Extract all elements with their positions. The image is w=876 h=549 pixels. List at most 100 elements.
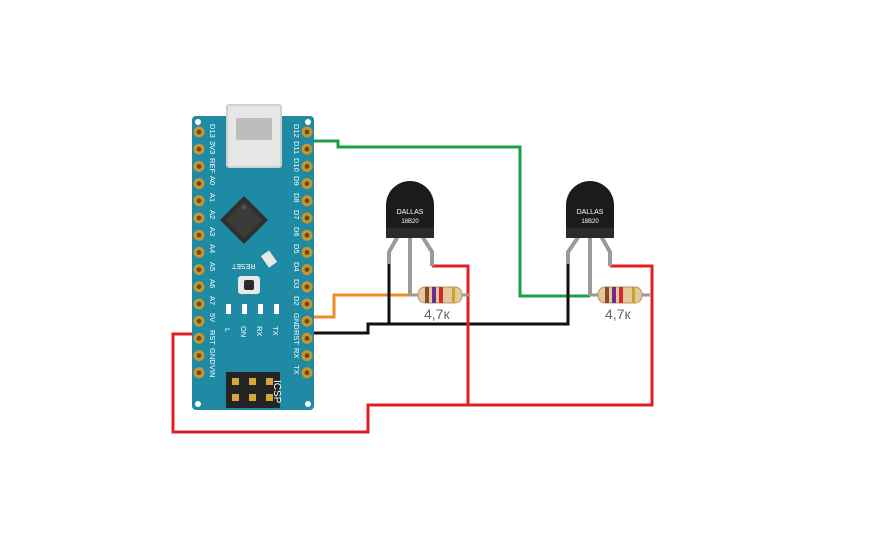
left-pin-hole bbox=[196, 250, 202, 255]
left-pin-hole bbox=[196, 301, 202, 307]
sensor-1-label-line1: DALLAS bbox=[397, 209, 424, 216]
pin-label-right_pins-9: D3 bbox=[292, 278, 301, 289]
pin-label-left_pins-8: A5 bbox=[208, 261, 217, 271]
board-details bbox=[193, 119, 313, 408]
right-pin-header bbox=[301, 126, 313, 379]
pin-label-left_pins-3: A0 bbox=[208, 175, 217, 185]
right-pin-hole bbox=[304, 370, 310, 376]
led-on bbox=[242, 304, 247, 314]
left-pin-hole bbox=[196, 370, 202, 376]
pin-label-right_pins-12: RST bbox=[292, 330, 301, 346]
mounting-hole-2 bbox=[305, 119, 311, 125]
pin-label-right_pins-0: D12 bbox=[292, 124, 301, 138]
right-pin-hole bbox=[304, 164, 310, 169]
wire-black-gnd bbox=[303, 262, 570, 335]
pin-label-left_pins-11: 5V bbox=[208, 313, 217, 323]
led-label-on: ON bbox=[239, 326, 248, 338]
sensor-2-legs bbox=[566, 234, 612, 296]
right-pin-hole bbox=[304, 353, 310, 358]
led-l bbox=[226, 304, 231, 314]
right-pin-hole bbox=[304, 232, 310, 238]
left-pin-hole bbox=[196, 318, 202, 324]
pin-label-left_pins-2: REF bbox=[208, 158, 217, 174]
resistor-1-label: 4,7к bbox=[424, 306, 450, 322]
usb-port bbox=[236, 118, 272, 140]
pin-label-right_pins-13: RX bbox=[292, 347, 301, 359]
pin-label-left_pins-4: A1 bbox=[208, 192, 217, 202]
pin-label-left_pins-0: D13 bbox=[208, 124, 217, 138]
right-pin-hole bbox=[304, 181, 310, 186]
left-pin-hole bbox=[196, 129, 202, 135]
sensor-2-label-line2: 18B20 bbox=[581, 219, 599, 225]
left-pin-hole bbox=[196, 284, 202, 290]
pin-label-right_pins-3: D9 bbox=[292, 175, 301, 186]
reset-label: RESET bbox=[232, 262, 256, 269]
mounting-hole-4 bbox=[305, 401, 311, 407]
resistor-2-label: 4,7к bbox=[605, 306, 631, 322]
right-pin-hole bbox=[304, 129, 310, 135]
left-pin-hole bbox=[196, 232, 202, 238]
right-pin-hole bbox=[304, 284, 310, 290]
pin-label-right_pins-10: D2 bbox=[292, 296, 301, 306]
resistor-1 bbox=[410, 286, 470, 304]
wire-green-d12 bbox=[303, 139, 590, 298]
crystal bbox=[260, 250, 278, 268]
pin-label-right_pins-4: D8 bbox=[292, 192, 301, 203]
sensor-1-label-line2: 18B20 bbox=[401, 219, 419, 225]
sensor-1-legs bbox=[387, 234, 434, 296]
right-pin-hole bbox=[304, 198, 310, 204]
right-pin-hole bbox=[304, 146, 310, 152]
sensor-1 bbox=[386, 181, 434, 238]
pin-label-left_pins-6: A3 bbox=[208, 227, 217, 237]
led-label-tx: TX bbox=[271, 326, 280, 336]
pin-label-right_pins-8: D4 bbox=[292, 261, 301, 272]
pin-label-right_pins-5: D7 bbox=[292, 210, 301, 220]
right-pin-hole bbox=[304, 301, 310, 307]
led-label-l: L bbox=[223, 328, 232, 333]
usb-connector[interactable] bbox=[226, 104, 282, 168]
pin-label-left_pins-10: A7 bbox=[208, 296, 217, 306]
wire-orange-d2 bbox=[303, 293, 410, 319]
mounting-hole-1 bbox=[195, 119, 201, 125]
icsp-header bbox=[226, 372, 280, 408]
resistor-2 bbox=[590, 286, 650, 304]
sensor-2-label-line1: DALLAS bbox=[577, 209, 604, 216]
wire-red-5v bbox=[171, 264, 654, 434]
pin-label-left_pins-5: A2 bbox=[208, 210, 217, 220]
right-pin-hole bbox=[304, 215, 310, 221]
left-pin-hole bbox=[196, 215, 202, 221]
pin-label-right_pins-11: GND bbox=[292, 313, 301, 330]
left-pin-header bbox=[193, 126, 205, 379]
wire-red-s1 bbox=[432, 264, 470, 405]
left-pin-hole bbox=[196, 353, 202, 358]
pin-label-left_pins-13: GND bbox=[208, 347, 217, 365]
pin-label-left_pins-9: A6 bbox=[208, 278, 217, 288]
left-pin-hole bbox=[196, 164, 202, 169]
sensor-2 bbox=[566, 181, 614, 238]
mounting-hole-3 bbox=[195, 401, 201, 407]
pin-label-left_pins-7: A4 bbox=[208, 244, 217, 254]
icsp-label: ICSP bbox=[271, 380, 282, 404]
left-pin-hole bbox=[196, 336, 202, 341]
pin-label-left_pins-14: VIN bbox=[208, 364, 217, 378]
left-pin-hole bbox=[196, 267, 202, 272]
right-pin-hole bbox=[304, 267, 310, 272]
right-pin-hole bbox=[304, 336, 310, 341]
pin-label-left_pins-1: 3V3 bbox=[208, 141, 217, 155]
pin-label-right_pins-2: D10 bbox=[292, 158, 301, 173]
led-tx bbox=[274, 304, 279, 314]
pin-label-right_pins-14: TX bbox=[292, 364, 301, 375]
led-label-rx: RX bbox=[255, 326, 264, 337]
right-pin-hole bbox=[304, 250, 310, 255]
pin-label-right_pins-6: D6 bbox=[292, 227, 301, 237]
pin-label-left_pins-12: RST bbox=[208, 330, 217, 346]
left-pin-hole bbox=[196, 181, 202, 186]
left-pin-hole bbox=[196, 146, 202, 152]
right-pin-hole bbox=[304, 318, 310, 324]
led-rx bbox=[258, 304, 263, 314]
pin-label-right_pins-1: D11 bbox=[292, 141, 301, 155]
pin-label-right_pins-7: D5 bbox=[292, 244, 301, 254]
left-pin-hole bbox=[196, 198, 202, 204]
mcu-chip bbox=[219, 195, 269, 245]
